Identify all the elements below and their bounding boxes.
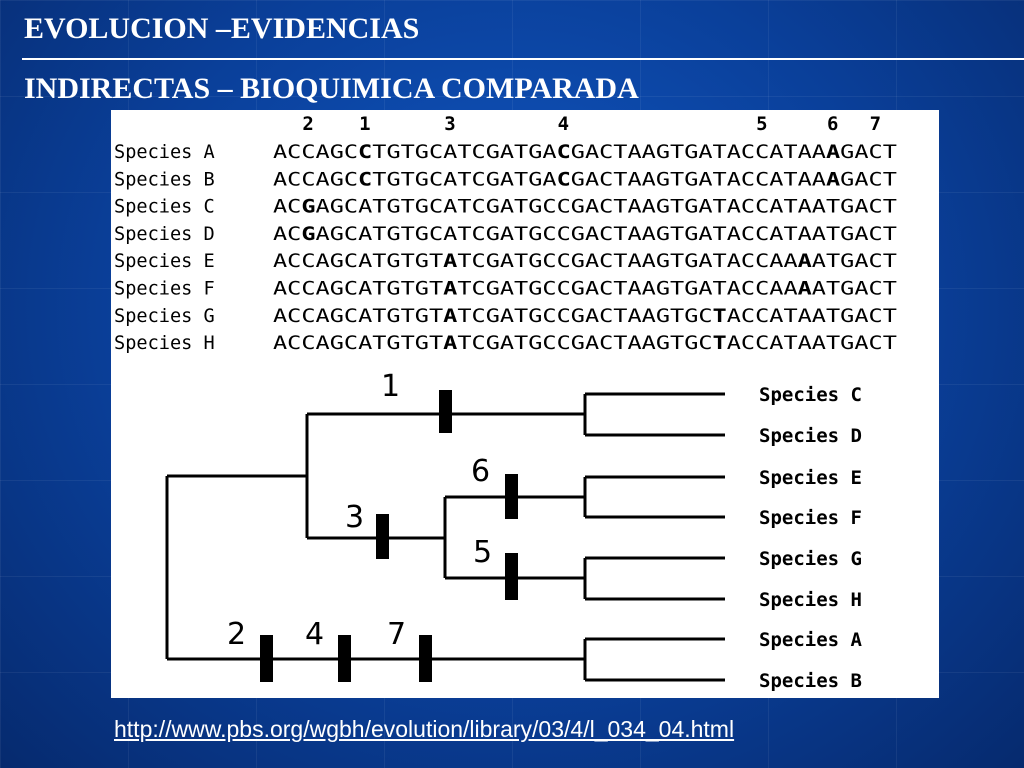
tree-leaf-labels: Species C Species D Species E Species F Spec… [759,384,863,692]
alignment-species-name: Species H [114,333,215,354]
mutation-mark-3 [376,514,389,559]
tree-leaf-label: Species D [759,425,862,447]
mutation-mark-2 [260,635,273,682]
position-marker: 3 [444,113,455,135]
mutation-label-4: 4 [305,617,324,652]
tree-leaf-label: Species C [759,384,862,406]
mutation-label-5: 5 [473,535,492,570]
title-divider [22,58,1024,60]
tree-leaf-label: Species E [759,467,862,489]
source-link[interactable]: http://www.pbs.org/wgbh/evolution/librar… [114,716,735,742]
tree-leaf-label: Species G [759,548,862,570]
alignment-species-name: Species B [114,169,215,190]
position-marker: 5 [756,113,767,135]
position-marker: 2 [302,113,313,135]
tree-leaf-label: Species B [759,670,862,692]
slide-title-line1: EVOLUCION –EVIDENCIAS [24,12,420,45]
mutation-label-1: 1 [381,369,400,404]
alignment-species-name: Species D [114,224,215,245]
mutation-mark-5 [505,553,518,600]
alignment-species-name: Species E [114,251,215,272]
slide-title-line2: INDIRECTAS – BIOQUIMICA COMPARADA [24,72,639,105]
position-marker: 1 [359,113,370,135]
mutation-mark-6 [505,474,518,519]
tree-leaf-label: Species H [759,589,862,611]
tree-leaf-label: Species A [759,629,863,651]
mutation-label-7: 7 [387,617,406,652]
mutation-label-2: 2 [227,617,246,652]
alignment-species-name: Species C [114,197,215,218]
mutation-mark-4 [338,635,351,682]
alignment-species-name: Species F [114,279,215,300]
mutation-label-6: 6 [471,454,490,489]
phylogenetic-tree [165,392,725,682]
alignment-position-markers: 1 2 3 4 5 6 7 [302,113,881,135]
mutation-mark-1 [439,390,452,433]
position-marker: 6 [827,113,838,135]
alignment-species-name: Species A [114,142,215,163]
mutation-marks [260,390,518,682]
alignment-species-name: Species G [114,306,215,327]
mutation-label-3: 3 [345,500,364,535]
tree-leaf-label: Species F [759,507,862,529]
mutation-mark-7 [419,635,432,682]
position-marker: 4 [558,113,569,135]
position-marker: 7 [870,113,881,135]
